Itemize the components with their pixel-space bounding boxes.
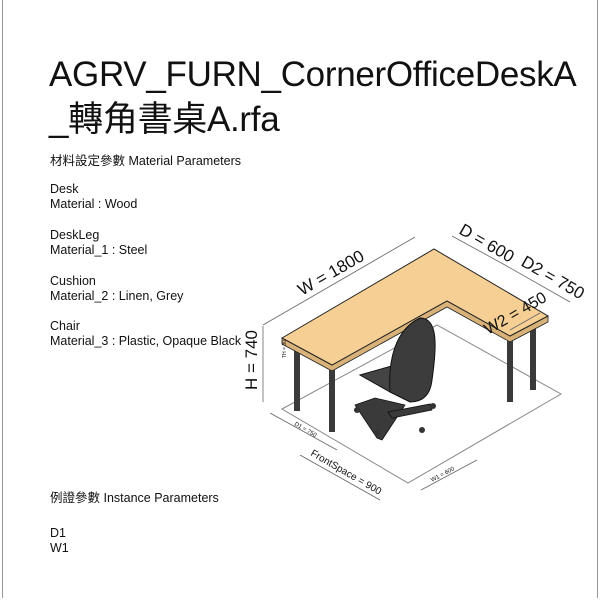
dim-frontspace: FrontSpace = 900 xyxy=(309,448,384,498)
title-line-2: _轉角書桌A.rfa xyxy=(49,100,280,139)
instance-heading: 例證參數 Instance Parameters xyxy=(50,491,219,505)
instance-param-w1: W1 xyxy=(50,541,69,555)
desk-top xyxy=(280,248,550,366)
material-heading: 材料設定參數 Material Parameters xyxy=(50,154,242,168)
desk-leg xyxy=(294,345,300,411)
floor-clearance-outline xyxy=(280,324,563,484)
dim-w: W = 1800 xyxy=(295,246,368,299)
dim-th: TH = 30 xyxy=(282,340,288,358)
desk-leg xyxy=(329,370,335,432)
group-desk-param: Material : Wood xyxy=(50,197,138,211)
group-cushion-name: Cushion xyxy=(50,274,96,288)
desk-leg xyxy=(507,341,513,402)
title-line-1: AGRV_FURN_CornerOfficeDeskA xyxy=(49,55,577,94)
dim-d1: D1 = 750 xyxy=(293,422,318,440)
instance-param-d1: D1 xyxy=(50,526,66,540)
group-cushion-param: Material_2 : Linen, Grey xyxy=(50,289,184,303)
dim-w1: W1 = 600 xyxy=(430,466,456,484)
group-chair-param: Material_3 : Plastic, Opaque Black xyxy=(50,334,242,348)
office-chair xyxy=(354,317,436,441)
family-title: AGRV_FURN_CornerOfficeDeskA _轉角書桌A.rfa xyxy=(49,52,577,142)
group-deskleg-name: DeskLeg xyxy=(50,228,100,242)
group-chair-name: Chair xyxy=(50,319,80,333)
group-desk-name: Desk xyxy=(50,182,79,196)
desk-leg xyxy=(530,322,536,390)
dim-h: H = 740 xyxy=(242,330,261,390)
group-deskleg-param: Material_1 : Steel xyxy=(50,243,148,257)
